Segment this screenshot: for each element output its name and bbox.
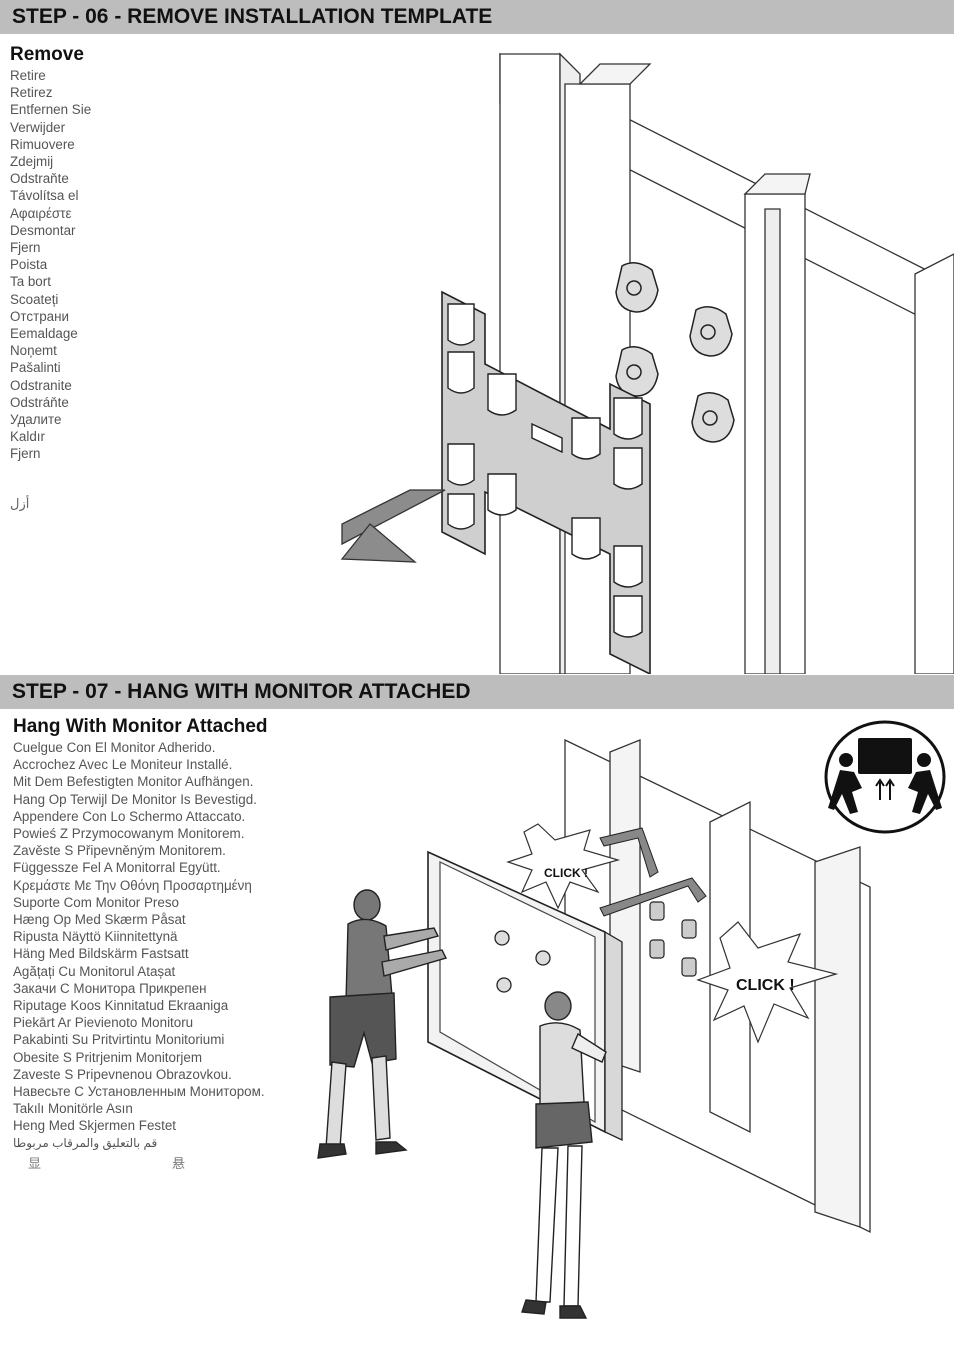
translation-item: Zaveste S Pripevnenou Obrazovkou. [13, 1066, 232, 1082]
translation-item: Powieś Z Przymocowanym Monitorem. [13, 826, 245, 842]
translation-item: Hæng Op Med Skærm Påsat [13, 912, 186, 928]
step-07-cjk-left: 显 [28, 1156, 42, 1171]
translation-item: Αφαιρέστε [10, 205, 72, 221]
translation-item: قم بالتعليق والمرقاب مربوطا [13, 1135, 158, 1150]
translation-item: Ripusta Näyttö Kiinnitettynä [13, 929, 178, 945]
step-07-header: STEP - 07 - HANG WITH MONITOR ATTACHED [0, 675, 954, 709]
translation-item: Cuelgue Con El Monitor Adherido. [13, 740, 216, 755]
translation-item: Scoateți [10, 291, 59, 307]
translation-item: Noņemt [10, 343, 57, 359]
translation-item: Zdejmij [10, 154, 54, 170]
translation-item: Odstráňte [10, 394, 69, 410]
translation-item: Κρεμάστε Με Την Οθόνη Προσαρτημένη [13, 877, 252, 893]
translation-item: Függessze Fel A Monitorral Együtt. [13, 860, 221, 876]
translation-item: Hang Op Terwijl De Monitor Is Bevestigd. [13, 791, 257, 807]
two-person-lift-icon [824, 720, 946, 834]
translation-item: Закачи С Монитора Прикрепен [13, 980, 207, 996]
translation-item: Agățați Cu Monitorul Atașat [13, 963, 176, 979]
translation-item: Obesite S Pritrjenim Monitorjem [13, 1049, 203, 1065]
translation-item: Rimuovere [10, 136, 75, 152]
translation-item: Eemaldage [10, 326, 78, 342]
translation-item: Mit Dem Befestigten Monitor Aufhängen. [13, 774, 254, 790]
translation-item: Accrochez Avec Le Moniteur Installé. [13, 757, 233, 773]
translation-item: Навесьте С Установленным Монитором. [13, 1084, 265, 1100]
translation-item: Takılı Monitörle Asın [13, 1101, 133, 1117]
translation-item: Poista [10, 257, 48, 273]
translation-item: Отстрани [10, 308, 69, 324]
step-06-header: STEP - 06 - REMOVE INSTALLATION TEMPLATE [0, 0, 954, 34]
translation-item: Suporte Com Monitor Preso [13, 894, 179, 910]
translation-item: Desmontar [10, 222, 76, 238]
translation-item: Heng Med Skjermen Festet [13, 1118, 176, 1134]
translation-item: Fjern [10, 446, 41, 462]
translation-item: Entfernen Sie [10, 102, 92, 118]
translation-item: Retire [10, 68, 46, 83]
translation-item: Ta bort [10, 274, 51, 290]
translation-item: Odstranite [10, 377, 72, 393]
step-07-translation-list: Cuelgue Con El Monitor Adherido. Accroche… [13, 739, 313, 1152]
translation-item: Häng Med Bildskärm Fastsatt [13, 946, 189, 962]
translation-item: Retirez [10, 85, 53, 101]
step-07-title: Hang With Monitor Attached [13, 716, 268, 737]
translation-item: Fjern [10, 240, 41, 256]
translation-item: Pakabinti Su Pritvirtintu Monitoriumi [13, 1032, 225, 1048]
translation-item: Zavěste S Připevněným Monitorem. [13, 843, 226, 859]
click-label-right: CLICK ! [736, 977, 795, 994]
translation-item: Riputage Koos Kinnitatud Ekraaniga [13, 998, 229, 1014]
step-07-cjk-right: 悬 [172, 1156, 186, 1171]
click-label-top: CLICK ! [544, 866, 588, 880]
remove-template-illustration [340, 52, 954, 674]
step-06-title: Remove [10, 44, 84, 65]
translation-item: Verwijder [10, 119, 66, 135]
translation-item: Odstraňte [10, 171, 69, 187]
translation-item: Pašalinti [10, 360, 61, 376]
step-07-text-column: Hang With Monitor Attached Cuelgue Con E… [13, 716, 313, 1152]
translation-item: Távolítsa el [10, 188, 79, 204]
translation-item: Kaldır [10, 429, 45, 445]
step-06-arabic-translation: أزل [10, 496, 30, 511]
translation-item: Piekārt Ar Pievienoto Monitoru [13, 1015, 194, 1031]
translation-item: Удалите [10, 412, 62, 428]
hang-monitor-illustration: CLICK ! CLICK ! [317, 738, 871, 1319]
translation-item: Appendere Con Lo Schermo Attaccato. [13, 808, 246, 824]
